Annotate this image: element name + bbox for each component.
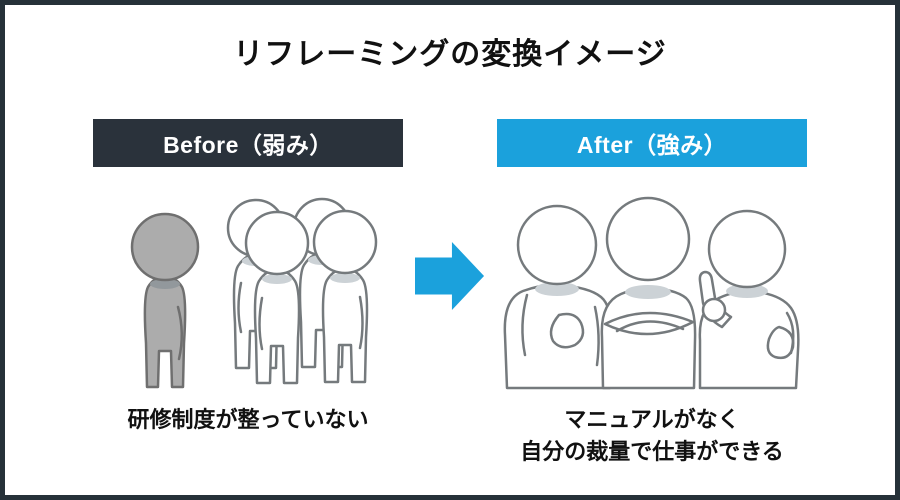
right-arrow-icon: [414, 241, 486, 311]
after-caption-line1: マニュアルがなく: [564, 407, 740, 432]
after-caption-line2: 自分の裁量で仕事ができる: [520, 439, 784, 464]
arrow-column: [403, 119, 497, 311]
talking-person-middle-arms-crossed: [600, 196, 697, 390]
before-caption: 研修制度が整っていない: [127, 407, 369, 432]
talking-person-left: [503, 204, 613, 390]
before-panel: Before（弱み）: [93, 119, 403, 436]
group-back-figures: [226, 197, 378, 385]
hand-on-hip: [766, 325, 795, 360]
after-caption: マニュアルがなく 自分の裁量で仕事ができる: [497, 404, 807, 468]
after-illustration: [497, 195, 807, 390]
page-title: リフレーミングの変換イメージ: [233, 38, 667, 71]
after-header: After（強み）: [497, 119, 807, 167]
right-arrow-shape: [415, 241, 485, 311]
comparison-row: Before（弱み）: [93, 119, 807, 468]
before-illustration: [93, 195, 403, 390]
lonely-person-and-group-icon: [130, 197, 378, 389]
pointing-fist: [701, 297, 727, 323]
talking-person-right-pointing: [698, 209, 800, 390]
after-panel: After（強み）: [497, 119, 807, 468]
lone-gray-figure: [130, 212, 200, 389]
before-header: Before（弱み）: [93, 119, 403, 167]
three-people-talking-icon: [503, 196, 800, 390]
